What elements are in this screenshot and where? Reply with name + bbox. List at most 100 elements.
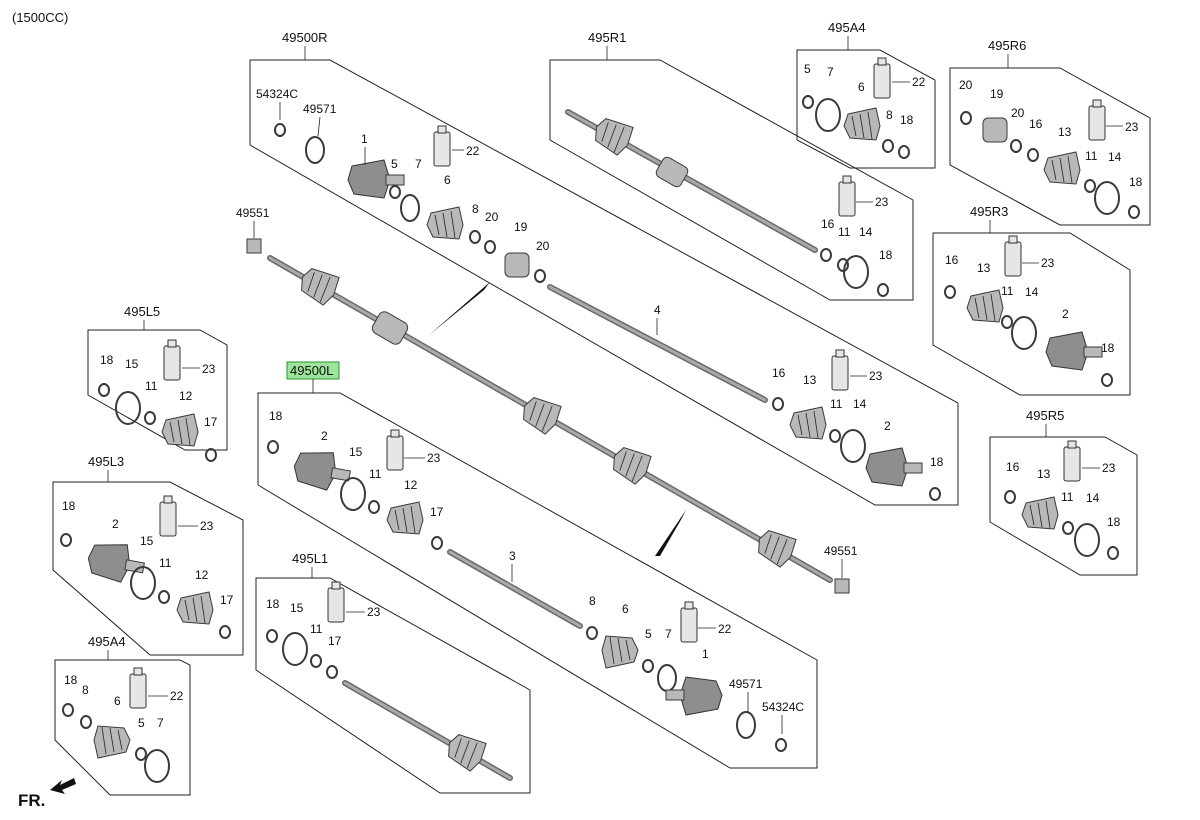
part-label[interactable]: 16 [772,366,786,380]
part-label[interactable]: 1 [361,132,368,146]
part-label[interactable]: 17 [328,634,342,648]
part-label[interactable]: 5 [391,157,398,171]
part-label[interactable]: 7 [827,65,834,79]
part-label[interactable]: 2 [884,419,891,433]
part-label[interactable]: 18 [1129,175,1143,189]
part-label[interactable]: 2 [1062,307,1069,321]
part-label[interactable]: 18 [900,113,914,127]
part-label[interactable]: 18 [266,597,280,611]
part-label[interactable]: 20 [485,210,499,224]
part-label[interactable]: 18 [1107,515,1121,529]
part-label[interactable]: 54324C [762,700,804,714]
part-label[interactable]: 19 [514,220,528,234]
part-label[interactable]: 22 [912,75,926,89]
part-label[interactable]: 8 [589,594,596,608]
part-label[interactable]: 18 [100,353,114,367]
part-label[interactable]: 1 [702,647,709,661]
label-49500L[interactable]: 49500L [290,363,333,378]
part-label[interactable]: 11 [830,397,843,411]
part-label[interactable]: 49551 [824,544,858,558]
part-label[interactable]: 22 [718,622,732,636]
part-label[interactable]: 13 [1037,467,1051,481]
part-label[interactable]: 11 [1085,149,1098,163]
part-label[interactable]: 11 [310,622,323,636]
part-label[interactable]: 16 [821,217,835,231]
part-label[interactable]: 23 [875,195,889,209]
part-label[interactable]: 23 [1125,120,1139,134]
part-label[interactable]: 5 [645,627,652,641]
part-label[interactable]: 15 [290,601,304,615]
part-label[interactable]: 12 [179,389,193,403]
part-label[interactable]: 11 [369,467,382,481]
part-label[interactable]: 23 [202,362,216,376]
part-label[interactable]: 14 [859,225,873,239]
part-label[interactable]: 22 [170,689,184,703]
part-label[interactable]: 16 [945,253,959,267]
part-label[interactable]: 14 [1025,285,1039,299]
part-label[interactable]: 12 [404,478,418,492]
part-label[interactable]: 18 [64,673,78,687]
part-label[interactable]: 23 [1102,461,1116,475]
part-label[interactable]: 49551 [236,206,270,220]
part-label[interactable]: 18 [930,455,944,469]
part-label[interactable]: 12 [195,568,209,582]
part-label[interactable]: 49571 [729,677,763,691]
part-label[interactable]: 17 [220,593,234,607]
panel-49500L [257,392,818,769]
part-label[interactable]: 2 [112,517,119,531]
part-label[interactable]: 6 [858,80,865,94]
part-label[interactable]: 14 [853,397,867,411]
part-label[interactable]: 7 [415,157,422,171]
part-label[interactable]: 8 [82,683,89,697]
panel-495L1 [255,577,531,794]
part-label[interactable]: 11 [145,379,158,393]
part-label[interactable]: 16 [1029,117,1043,131]
part-label[interactable]: 20 [959,78,973,92]
part-label[interactable]: 14 [1108,150,1122,164]
part-label[interactable]: 20 [536,239,550,253]
part-label[interactable]: 5 [804,62,811,76]
part-label[interactable]: 8 [886,108,893,122]
part-label[interactable]: 23 [869,369,883,383]
part-label[interactable]: 22 [466,144,480,158]
part-label[interactable]: 23 [200,519,214,533]
part-label[interactable]: 13 [1058,125,1072,139]
part-label[interactable]: 2 [321,429,328,443]
part-label[interactable]: 8 [472,202,479,216]
part-label[interactable]: 15 [349,445,363,459]
part-label[interactable]: 23 [1041,256,1055,270]
part-label[interactable]: 6 [444,173,451,187]
part-label[interactable]: 20 [1011,106,1025,120]
part-label[interactable]: 11 [838,225,851,239]
part-label[interactable]: 16 [1006,460,1020,474]
part-label[interactable]: 19 [990,87,1004,101]
part-label[interactable]: 18 [879,248,893,262]
part-label[interactable]: 17 [430,505,444,519]
shaft-4 [547,284,768,403]
part-label[interactable]: 11 [1061,490,1074,504]
part-label[interactable]: 23 [427,451,441,465]
part-label[interactable]: 7 [157,716,164,730]
part-label[interactable]: 6 [622,602,629,616]
label-495L5: 495L5 [124,304,160,319]
part-label[interactable]: 23 [367,605,381,619]
part-label[interactable]: 18 [62,499,76,513]
part-label[interactable]: 18 [1101,341,1115,355]
part-label[interactable]: 18 [269,409,283,423]
part-label[interactable]: 49571 [303,102,337,116]
group-labels: 49500R 495R1 495A4 495R6 495R3 495R5 495… [88,20,1064,660]
part-label[interactable]: 7 [665,627,672,641]
part-label[interactable]: 6 [114,694,121,708]
part-label[interactable]: 15 [125,357,139,371]
part-label[interactable]: 3 [509,549,516,563]
part-label[interactable]: 13 [803,373,817,387]
part-label[interactable]: 4 [654,303,661,317]
part-label[interactable]: 11 [1001,284,1014,298]
part-label[interactable]: 15 [140,534,154,548]
part-label[interactable]: 5 [138,716,145,730]
part-label[interactable]: 14 [1086,491,1100,505]
part-label[interactable]: 54324C [256,87,298,101]
part-label[interactable]: 13 [977,261,991,275]
part-label[interactable]: 11 [159,556,172,570]
part-label[interactable]: 17 [204,415,218,429]
